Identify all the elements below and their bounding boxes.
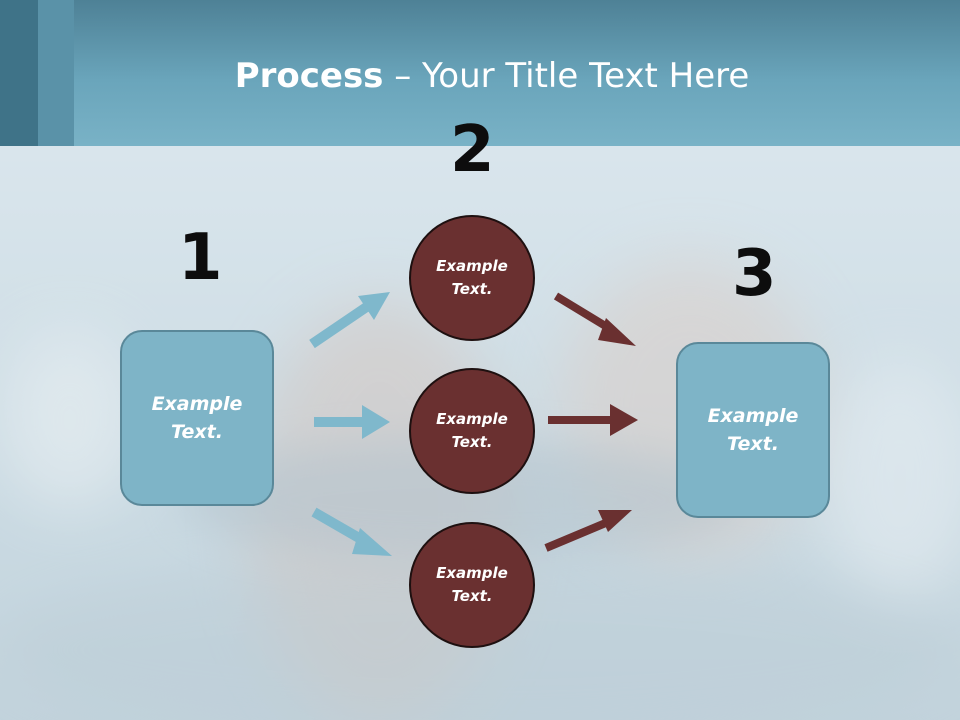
arrow-to-circle-3 <box>311 507 392 556</box>
slide-title: Process – Your Title Text Here <box>0 56 960 96</box>
arrow-from-circle-1 <box>553 292 636 346</box>
circle-1: Example Text. <box>409 215 535 341</box>
right-box: Example Text. <box>676 342 830 518</box>
background-cup-shape <box>0 330 140 510</box>
arrow-to-circle-2 <box>314 405 390 439</box>
background-sleeve-shape <box>820 360 960 600</box>
title-banner: Process – Your Title Text Here <box>0 0 960 146</box>
circle-2: Example Text. <box>409 368 535 494</box>
title-rest: – Your Title Text Here <box>383 56 750 96</box>
title-bold: Process <box>234 56 384 96</box>
circle-3: Example Text. <box>409 522 535 648</box>
banner-accent-strip <box>0 0 38 146</box>
arrow-to-circle-1 <box>309 292 390 349</box>
step-number-1: 1 <box>178 221 223 295</box>
banner-accent-strip <box>38 0 74 146</box>
left-box: Example Text. <box>120 330 274 506</box>
arrow-from-circle-3 <box>544 510 632 552</box>
step-number-3: 3 <box>732 237 777 311</box>
step-number-2: 2 <box>450 113 495 187</box>
arrow-from-circle-2 <box>548 404 638 436</box>
